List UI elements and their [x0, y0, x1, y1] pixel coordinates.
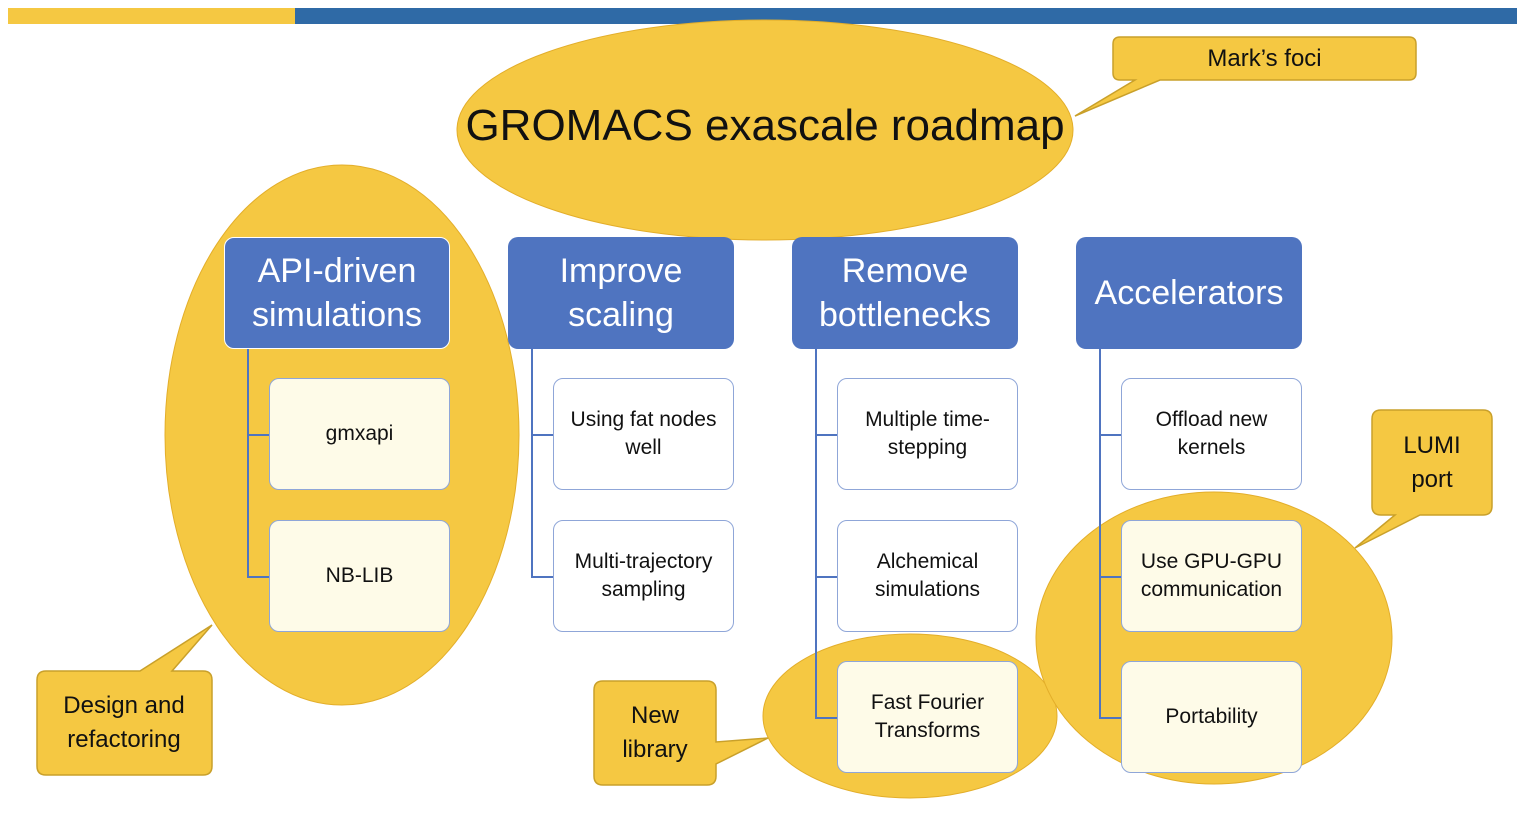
connector-col3-h2	[815, 576, 837, 578]
card-alchemical-simulations: Alchemical simulations	[837, 520, 1018, 632]
connector-col4-h2	[1099, 576, 1121, 578]
connector-col1-h2	[247, 576, 269, 578]
card-using-fat-nodes: Using fat nodes well	[553, 378, 734, 490]
card-offload-new-kernels: Offload new kernels	[1121, 378, 1302, 490]
connector-col2-vertical	[531, 349, 533, 577]
header-remove-bottlenecks: Remove bottlenecks	[792, 237, 1018, 349]
title-ellipse	[456, 19, 1074, 241]
connector-col4-h3	[1099, 717, 1121, 719]
connector-col3-h3	[815, 717, 837, 719]
marks-foci-callout-shape	[1074, 36, 1417, 117]
header-accelerators: Accelerators	[1076, 237, 1302, 349]
lumi-port-callout-shape	[1354, 409, 1493, 549]
connector-col4-vertical	[1099, 349, 1101, 718]
header-api-driven-simulations: API-driven simulations	[224, 237, 450, 349]
connector-col1-vertical	[247, 349, 249, 577]
callout-lumi-port: LUMI port	[1403, 431, 1461, 493]
card-gmxapi: gmxapi	[269, 378, 450, 490]
connector-col2-h1	[531, 434, 553, 436]
card-nb-lib: NB-LIB	[269, 520, 450, 632]
connector-col3-vertical	[815, 349, 817, 718]
top-accent-bar-yellow	[8, 8, 295, 24]
connector-col4-h1	[1099, 434, 1121, 436]
callout-new-library: New library	[622, 702, 688, 763]
connector-col2-h2	[531, 576, 553, 578]
design-callout-shape	[36, 624, 213, 776]
new-library-callout-shape	[593, 680, 769, 786]
connector-col3-h1	[815, 434, 837, 436]
connector-col1-h1	[247, 434, 269, 436]
card-portability: Portability	[1121, 661, 1302, 773]
page-title: GROMACS exascale roadmap	[465, 101, 1065, 150]
card-multiple-time-stepping: Multiple time-stepping	[837, 378, 1018, 490]
card-gpu-gpu-communication: Use GPU-GPU communication	[1121, 520, 1302, 632]
card-fast-fourier-transforms: Fast Fourier Transforms	[837, 661, 1018, 773]
callout-marks-foci: Mark’s foci	[1207, 44, 1322, 72]
card-multi-trajectory: Multi-trajectory sampling	[553, 520, 734, 632]
callout-design-refactoring: Design and refactoring	[63, 692, 185, 753]
top-accent-bar-blue	[295, 8, 1517, 24]
header-improve-scaling: Improve scaling	[508, 237, 734, 349]
